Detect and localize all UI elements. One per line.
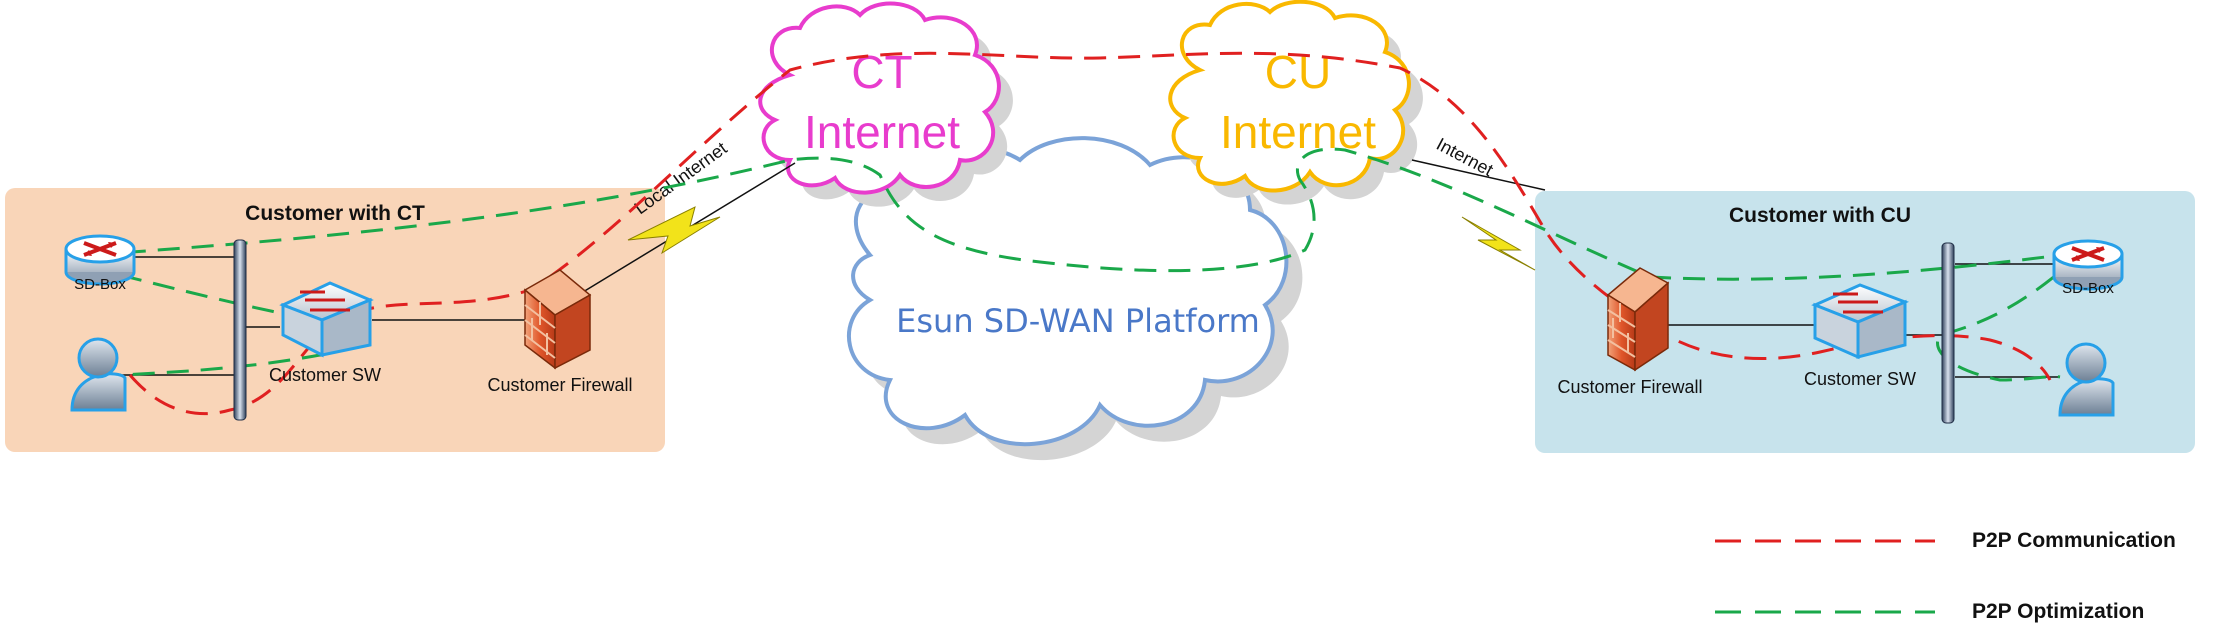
ct-sdbox-label: SD-Box bbox=[74, 276, 126, 293]
cu-link-label: Internet bbox=[1433, 134, 1496, 180]
ct-switch-icon bbox=[279, 281, 374, 358]
legend-communication-label: P2P Communication bbox=[1972, 529, 2176, 552]
cu-region-title: Customer with CU bbox=[1729, 204, 1911, 227]
cu-sdbox-router-icon bbox=[2052, 239, 2124, 291]
ct-user-icon bbox=[70, 337, 127, 412]
cu-user-icon bbox=[2058, 342, 2115, 417]
ct-switch-label: Customer SW bbox=[269, 365, 381, 385]
ct-firewall-label: Customer Firewall bbox=[487, 375, 632, 395]
cu-switch-label: Customer SW bbox=[1804, 369, 1916, 389]
cu-backbone-bar bbox=[1941, 242, 1955, 424]
ct-firewall-icon bbox=[523, 269, 592, 370]
ct-sdbox-router-icon bbox=[64, 234, 136, 286]
ct-lightning-icon bbox=[627, 206, 721, 255]
cu-switch-icon bbox=[1811, 283, 1910, 360]
cu-sdbox-label: SD-Box bbox=[2062, 280, 2114, 297]
platform-label: Esun SD-WAN Platform bbox=[896, 302, 1260, 340]
cu-firewall-label: Customer Firewall bbox=[1557, 377, 1702, 397]
platform-cloud bbox=[846, 136, 1303, 461]
cu-firewall-icon bbox=[1606, 267, 1670, 372]
cu-cloud-line2: Internet bbox=[1220, 106, 1376, 158]
legend-optimization-label: P2P Optimization bbox=[1972, 600, 2144, 623]
ct-region-title: Customer with CT bbox=[245, 202, 425, 225]
cu-lightning-icon bbox=[1461, 216, 1536, 271]
ct-cloud-line2: Internet bbox=[804, 106, 960, 158]
ct-backbone-bar bbox=[233, 239, 247, 421]
